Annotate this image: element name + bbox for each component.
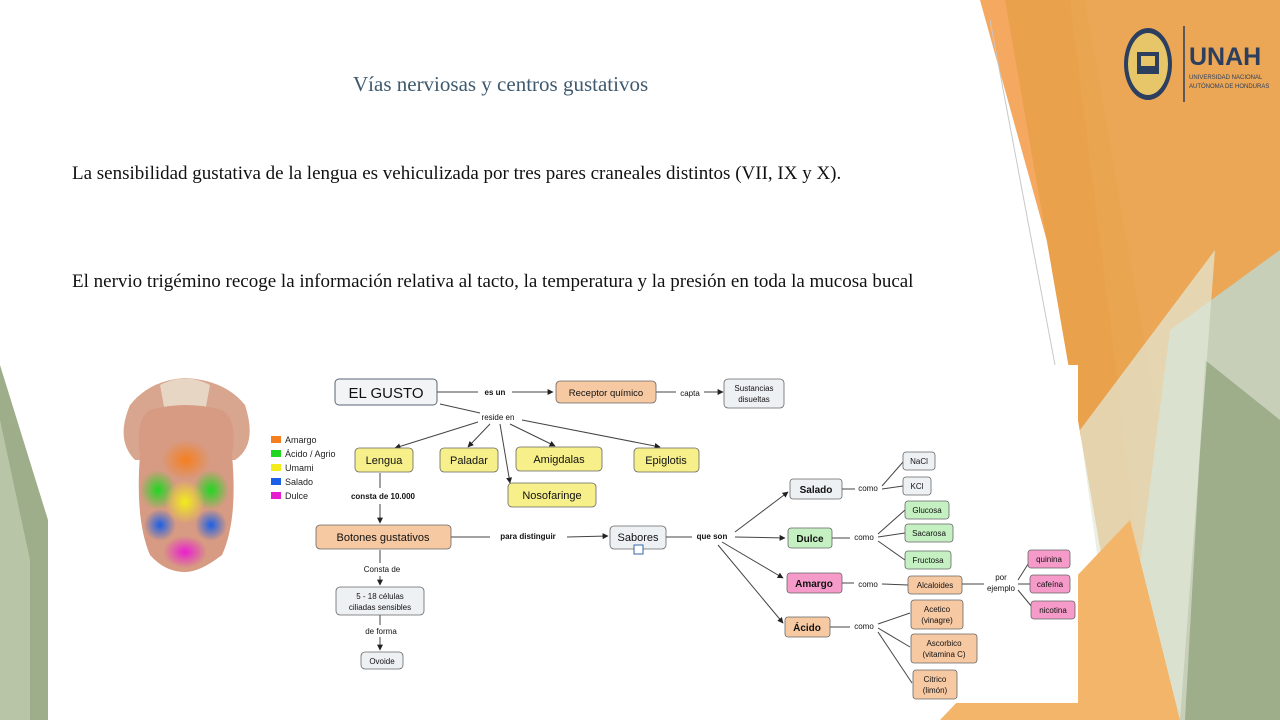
label-consta-de-10000: consta de 10.000 — [351, 492, 416, 501]
label-como-acido: como — [854, 622, 874, 631]
node-salado: Salado — [790, 479, 842, 499]
svg-text:Botones gustativos: Botones gustativos — [337, 532, 430, 544]
svg-text:Lengua: Lengua — [366, 455, 404, 467]
svg-text:cafeína: cafeína — [1037, 580, 1064, 589]
svg-text:Ascorbico: Ascorbico — [926, 639, 962, 648]
node-epiglotis: Epiglotis — [634, 448, 699, 472]
logo-name: UNAH — [1189, 43, 1261, 72]
svg-text:Epiglotis: Epiglotis — [645, 455, 687, 467]
svg-text:5 - 18 células: 5 - 18 células — [356, 592, 404, 601]
concept-map: Amargo Ácido / Agrio Umami Salado Dulce — [110, 365, 1078, 703]
svg-text:Citrico: Citrico — [924, 675, 947, 684]
label-como-amargo: como — [858, 580, 878, 589]
svg-text:Ovoide: Ovoide — [369, 657, 395, 666]
svg-text:(vinagre): (vinagre) — [921, 616, 953, 625]
svg-text:quinina: quinina — [1036, 555, 1062, 564]
svg-text:(limón): (limón) — [923, 686, 948, 695]
node-botones-gustativos: Botones gustativos — [316, 525, 451, 549]
label-por: por — [995, 573, 1007, 582]
node-lengua: Lengua — [355, 448, 413, 472]
svg-text:Fructosa: Fructosa — [912, 556, 944, 565]
label-como-dulce: como — [854, 533, 874, 542]
node-dulce: Dulce — [788, 528, 832, 548]
svg-text:Ácido: Ácido — [793, 621, 821, 634]
slide-title: Vías nerviosas y centros gustativos — [353, 72, 648, 97]
node-sustancias-disueltas: Sustancias disueltas — [724, 379, 784, 408]
svg-text:NaCl: NaCl — [910, 457, 928, 466]
node-nicotina: nicotina — [1031, 601, 1075, 619]
svg-text:Receptor químico: Receptor químico — [569, 388, 643, 399]
image-icon — [634, 545, 643, 554]
svg-text:ciliadas sensibles: ciliadas sensibles — [349, 603, 411, 612]
svg-text:Dulce: Dulce — [285, 491, 308, 501]
svg-text:Paladar: Paladar — [450, 455, 488, 467]
svg-text:KCl: KCl — [911, 482, 924, 491]
logo-line-2: AUTÓNOMA DE HONDURAS — [1189, 84, 1269, 90]
node-nacl: NaCl — [903, 452, 935, 470]
svg-text:Alcaloides: Alcaloides — [917, 581, 953, 590]
node-acetico: Acetico (vinagre) — [911, 600, 963, 629]
svg-text:Sacarosa: Sacarosa — [912, 529, 946, 538]
label-es-un: es un — [485, 388, 506, 397]
svg-text:Glucosa: Glucosa — [912, 506, 942, 515]
tongue-illustration — [124, 378, 250, 572]
svg-text:Amargo: Amargo — [285, 435, 317, 445]
node-glucosa: Glucosa — [905, 501, 949, 519]
svg-text:Dulce: Dulce — [796, 534, 824, 545]
svg-text:Salado: Salado — [800, 485, 833, 496]
svg-text:Ácido / Agrio: Ácido / Agrio — [285, 449, 336, 459]
label-para-distinguir: para distinguir — [500, 532, 556, 541]
svg-text:nicotina: nicotina — [1039, 606, 1067, 615]
logo-line-1: UNIVERSIDAD NACIONAL — [1189, 75, 1262, 81]
node-el-gusto: EL GUSTO — [335, 379, 437, 405]
label-que-son: que son — [697, 532, 728, 541]
node-kcl: KCl — [903, 477, 931, 495]
svg-text:Sustancias: Sustancias — [734, 384, 773, 393]
node-amigdalas: Amigdalas — [516, 447, 602, 471]
label-reside-en: reside en — [482, 413, 515, 422]
node-quinina: quinina — [1028, 550, 1070, 568]
paragraph-trigeminal-nerve: El nervio trigémino recoge la informació… — [72, 268, 972, 295]
node-alcaloides: Alcaloides — [908, 576, 962, 594]
svg-text:(vitamina C): (vitamina C) — [922, 650, 965, 659]
label-ejemplo: ejemplo — [987, 584, 1016, 593]
label-de-forma: de forma — [365, 627, 397, 636]
node-celulas-ciliadas: 5 - 18 células ciliadas sensibles — [336, 587, 424, 615]
label-como-salado: como — [858, 484, 878, 493]
svg-text:Amigdalas: Amigdalas — [533, 454, 585, 466]
node-nosofaringe: Nosofaringe — [508, 483, 596, 507]
node-cafeina: cafeína — [1030, 575, 1070, 593]
label-consta-de: Consta de — [364, 565, 401, 574]
paragraph-cranial-nerves: La sensibilidad gustativa de la lengua e… — [72, 160, 972, 187]
node-receptor-quimico: Receptor químico — [556, 381, 656, 403]
node-amargo: Amargo — [787, 573, 842, 593]
svg-text:Salado: Salado — [285, 477, 313, 487]
taste-concept-map-image: Amargo Ácido / Agrio Umami Salado Dulce — [110, 365, 1078, 703]
svg-text:Umami: Umami — [285, 463, 314, 473]
node-sacarosa: Sacarosa — [905, 524, 953, 542]
node-ascorbico: Ascorbico (vitamina C) — [911, 634, 977, 663]
node-ovoide: Ovoide — [361, 652, 403, 669]
node-paladar: Paladar — [440, 448, 498, 472]
label-capta: capta — [680, 389, 700, 398]
svg-text:Sabores: Sabores — [618, 532, 659, 544]
svg-text:EL GUSTO: EL GUSTO — [348, 385, 423, 402]
svg-text:Amargo: Amargo — [795, 579, 833, 590]
node-fructosa: Fructosa — [905, 551, 951, 569]
svg-text:Acetico: Acetico — [924, 605, 951, 614]
svg-text:disueltas: disueltas — [738, 395, 770, 404]
node-acido: Ácido — [785, 617, 830, 637]
tongue-legend: Amargo Ácido / Agrio Umami Salado Dulce — [271, 435, 336, 501]
svg-text:Nosofaringe: Nosofaringe — [522, 490, 581, 502]
node-citrico: Citrico (limón) — [913, 670, 957, 699]
